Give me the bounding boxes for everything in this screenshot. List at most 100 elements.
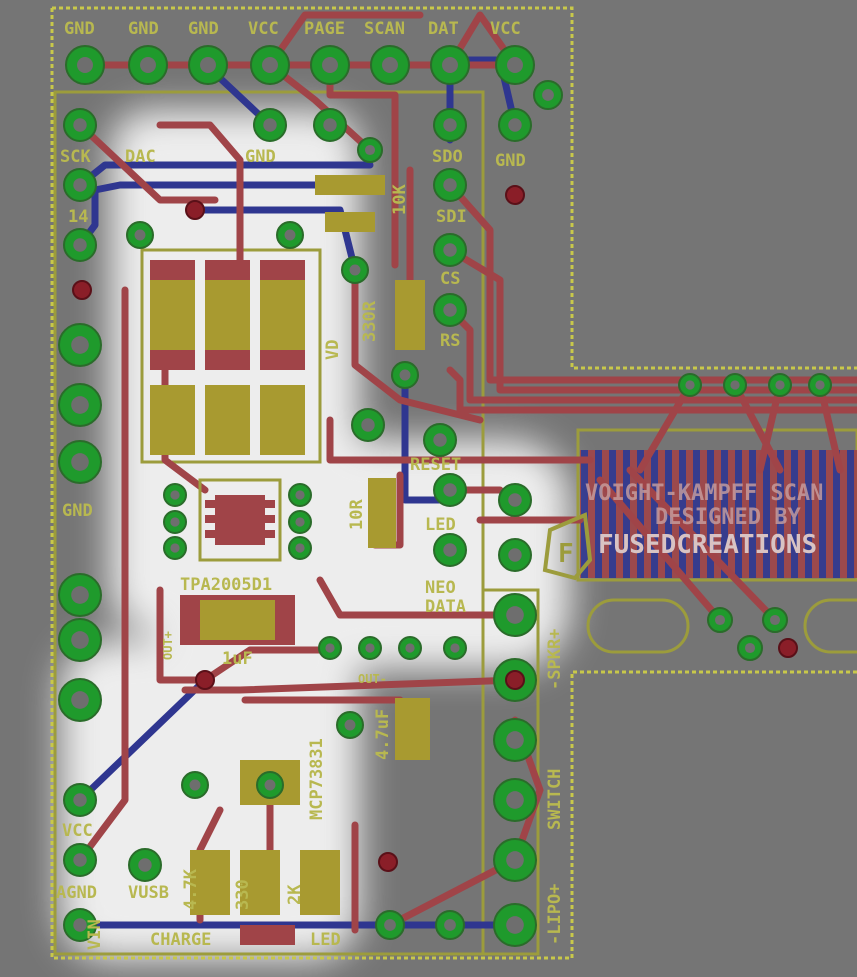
- pad-hole-36: [295, 490, 305, 500]
- pad-hole-66: [769, 614, 781, 626]
- pad-hole-1: [140, 57, 156, 73]
- pad-hole-8: [73, 118, 87, 132]
- pad-hole-25: [73, 853, 87, 867]
- pad-hole-67: [744, 642, 756, 654]
- label-gnd-top: GND: [245, 147, 276, 167]
- pad-hole-6: [442, 57, 458, 73]
- label-data: DATA: [425, 597, 466, 617]
- pad-hole-38: [295, 543, 305, 553]
- pad-hole-10: [73, 238, 87, 252]
- pad-hole-29: [364, 144, 376, 156]
- label-vd: VD: [323, 340, 343, 360]
- label-330: 330: [233, 879, 253, 910]
- label-lipo: -LIPO+: [545, 884, 565, 945]
- pad-hole-17: [508, 118, 522, 132]
- label-switch: SWITCH: [545, 769, 565, 830]
- pad-hole-43: [508, 548, 522, 562]
- pad-hole-42: [508, 493, 522, 507]
- logo-mark: F: [542, 512, 593, 581]
- label-14: 14: [68, 207, 88, 227]
- header-label-4: PAGE: [304, 19, 345, 39]
- pad-hole-59: [134, 229, 146, 241]
- label-1uf: 1uF: [222, 649, 253, 669]
- pad-hole-19: [71, 396, 89, 414]
- pad-hole-11: [263, 118, 277, 132]
- pad-hole-34: [170, 517, 180, 527]
- label-dac: DAC: [125, 147, 156, 167]
- label-sdo: SDO: [432, 147, 463, 167]
- label-spkr: -SPKR+: [545, 629, 565, 690]
- pad-hole-14: [443, 178, 457, 192]
- label-charger: MCP73831: [307, 738, 327, 820]
- label-agnd: AGND: [56, 883, 97, 903]
- label-charge: CHARGE: [150, 930, 211, 950]
- label-rs: RS: [440, 331, 460, 351]
- pad-hole-60: [542, 89, 554, 101]
- label-330r: 330R: [360, 300, 380, 342]
- pad-hole-50: [325, 643, 335, 653]
- pad-hole-35: [170, 543, 180, 553]
- label-47k: 4.7K: [181, 868, 201, 910]
- label-led-right: LED: [425, 515, 456, 535]
- label-reset: RESET: [410, 455, 461, 475]
- pad-hole-63: [775, 380, 785, 390]
- pad-hole-65: [714, 614, 726, 626]
- through-hole-pads: [58, 45, 832, 947]
- label-47uf: 4.7uF: [373, 709, 393, 760]
- label-led-bottom: LED: [310, 930, 341, 950]
- label-vin: VIN: [85, 919, 105, 950]
- pad-hole-20: [71, 453, 89, 471]
- board-outline: [50, 6, 857, 960]
- pad-hole-2: [200, 57, 216, 73]
- pad-hole-32: [361, 418, 375, 432]
- pad-hole-44: [506, 606, 524, 624]
- branding: F VOIGHT-KAMPFF SCAN DESIGNED BY FUSEDCR…: [542, 481, 823, 581]
- label-out-minus: OUT-: [358, 672, 387, 686]
- pad-hole-18: [71, 336, 89, 354]
- pad-hole-24: [73, 793, 87, 807]
- pad-hole-62: [730, 380, 740, 390]
- pad-hole-33: [170, 490, 180, 500]
- header-label-1: GND: [128, 19, 159, 39]
- pad-hole-30: [284, 229, 296, 241]
- pad-hole-9: [73, 178, 87, 192]
- brand-line-1: VOIGHT-KAMPFF SCAN: [585, 481, 823, 506]
- label-amp: TPA2005D1: [180, 575, 272, 595]
- label-gnd-mid: GND: [62, 501, 93, 521]
- header-label-7: VCC: [490, 19, 521, 39]
- label-2k: 2K: [285, 884, 305, 905]
- pad-hole-53: [450, 643, 460, 653]
- vias: [72, 185, 798, 872]
- amp-chip: [198, 478, 282, 562]
- label-vusb: VUSB: [128, 883, 169, 903]
- label-gnd-right: GND: [495, 151, 526, 171]
- label-10r: 10R: [347, 499, 367, 530]
- brand-line-3: FUSEDCREATIONS: [598, 530, 817, 560]
- pad-hole-31: [349, 264, 361, 276]
- pad-hole-54: [344, 719, 356, 731]
- pad-hole-4: [322, 57, 338, 73]
- cap-bank-top: [150, 260, 305, 370]
- label-sck: SCK: [60, 147, 91, 167]
- pad-hole-40: [443, 483, 457, 497]
- pad-hole-27: [138, 858, 152, 872]
- silkscreen-outlines: [53, 90, 857, 956]
- label-vcc: VCC: [62, 821, 93, 841]
- silkscreen-labels: GND GND GND VCC PAGE SCAN DAT VCC SCK DA…: [56, 19, 565, 950]
- pad-hole-16: [443, 303, 457, 317]
- header-label-6: DAT: [428, 19, 459, 39]
- pad-hole-52: [405, 643, 415, 653]
- pad-hole-39: [433, 433, 447, 447]
- pad-hole-26: [73, 918, 87, 932]
- pad-hole-13: [443, 118, 457, 132]
- pad-hole-55: [264, 779, 276, 791]
- pad-hole-5: [382, 57, 398, 73]
- pad-hole-15: [443, 243, 457, 257]
- label-10k: 10K: [390, 184, 410, 215]
- label-cs: CS: [440, 269, 460, 289]
- pad-hole-28: [399, 369, 411, 381]
- pad-hole-51: [365, 643, 375, 653]
- pad-hole-41: [443, 543, 457, 557]
- label-sdi: SDI: [436, 207, 467, 227]
